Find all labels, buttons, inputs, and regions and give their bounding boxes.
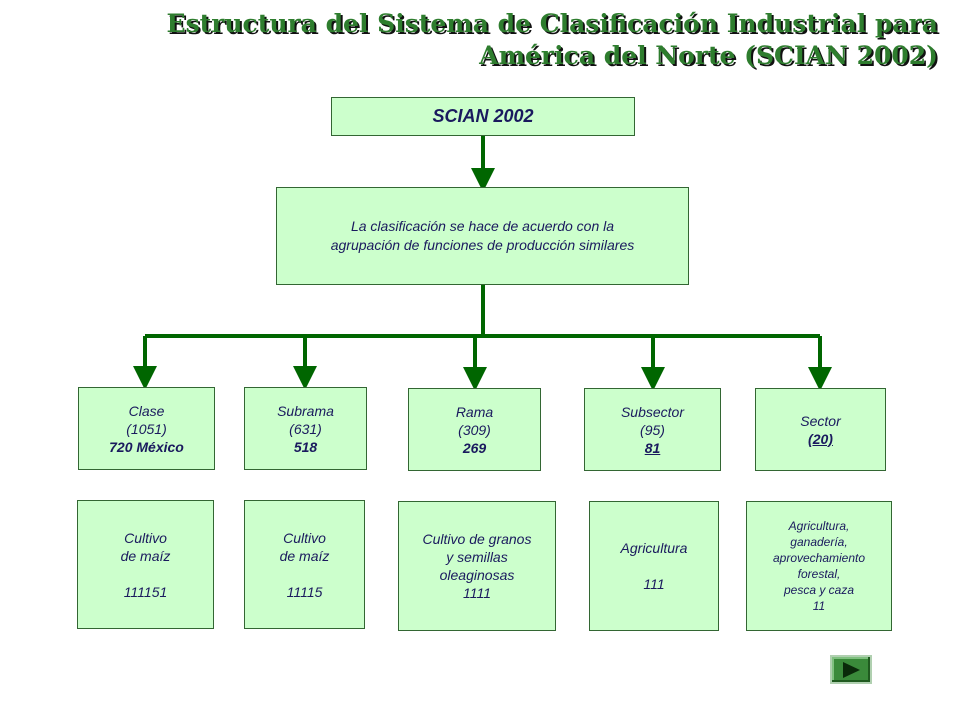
example-line: de maíz (120, 547, 171, 564)
level-mexico-count: 81 (644, 439, 661, 456)
level-box-subsector: Subsector (95) 81 (584, 388, 721, 471)
level-name: Clase (128, 402, 165, 419)
level-box-clase: Clase (1051) 720 México (78, 387, 215, 470)
level-count: (309) (458, 421, 491, 438)
example-line: Agricultura (620, 540, 688, 556)
level-name: Subsector (620, 403, 685, 420)
example-box-subsector: Agricultura 111 (589, 501, 719, 631)
example-code: 11115 (286, 583, 323, 600)
example-box-clase: Cultivo de maíz 111151 (77, 500, 214, 629)
example-box-subrama: Cultivo de maíz 11115 (244, 500, 365, 629)
level-name: Subrama (277, 402, 334, 419)
root-node-label: SCIAN 2002 (432, 106, 534, 126)
level-box-sector: Sector (20) (755, 388, 886, 471)
level-box-subrama: Subrama (631) 518 (244, 387, 367, 470)
title-line-1: Estructura del Sistema de Clasificación … (166, 9, 938, 38)
level-count: (95) (640, 421, 665, 438)
level-name: Sector (800, 412, 841, 429)
description-box: La clasificación se hace de acuerdo con … (276, 187, 689, 285)
example-line: Cultivo (283, 529, 326, 546)
description-line-1: La clasificación se hace de acuerdo con … (350, 218, 615, 234)
level-mexico-count: 518 (293, 438, 318, 455)
example-line: aprovechamiento (772, 551, 866, 565)
example-code: 111 (643, 576, 665, 592)
level-count: (1051) (126, 420, 167, 437)
next-slide-button[interactable] (830, 655, 872, 684)
example-line: Cultivo (124, 529, 167, 546)
level-mexico-count: 269 (462, 439, 487, 456)
example-code: 111151 (123, 583, 168, 600)
level-name: Rama (455, 403, 494, 420)
level-mexico-count: (20) (808, 430, 833, 447)
level-mexico-count: 720 México (109, 438, 184, 455)
play-arrow-icon (843, 661, 860, 678)
example-line: Cultivo de granos (422, 531, 532, 547)
example-line: y semillas (446, 549, 508, 565)
level-count: (631) (289, 420, 322, 437)
example-code: 11 (812, 599, 826, 613)
example-line: Agricultura, (788, 519, 850, 533)
example-line: pesca y caza (783, 583, 855, 597)
example-line: ganadería, (790, 535, 848, 549)
example-line: de maíz (279, 547, 330, 564)
example-box-sector: Agricultura, ganadería, aprovechamiento … (746, 501, 892, 631)
description-line-2: agrupación de funciones de producción si… (330, 237, 635, 253)
example-code: 1111 (462, 585, 492, 601)
title-line-2: América del Norte (SCIAN 2002) (479, 41, 938, 70)
example-box-rama: Cultivo de granos y semillas oleaginosas… (398, 501, 556, 631)
root-node-box: SCIAN 2002 (331, 97, 635, 136)
page-title: Estructura del Sistema de Clasificación … (38, 8, 938, 72)
example-line: forestal, (797, 567, 841, 581)
example-line: oleaginosas (439, 567, 515, 583)
level-box-rama: Rama (309) 269 (408, 388, 541, 471)
